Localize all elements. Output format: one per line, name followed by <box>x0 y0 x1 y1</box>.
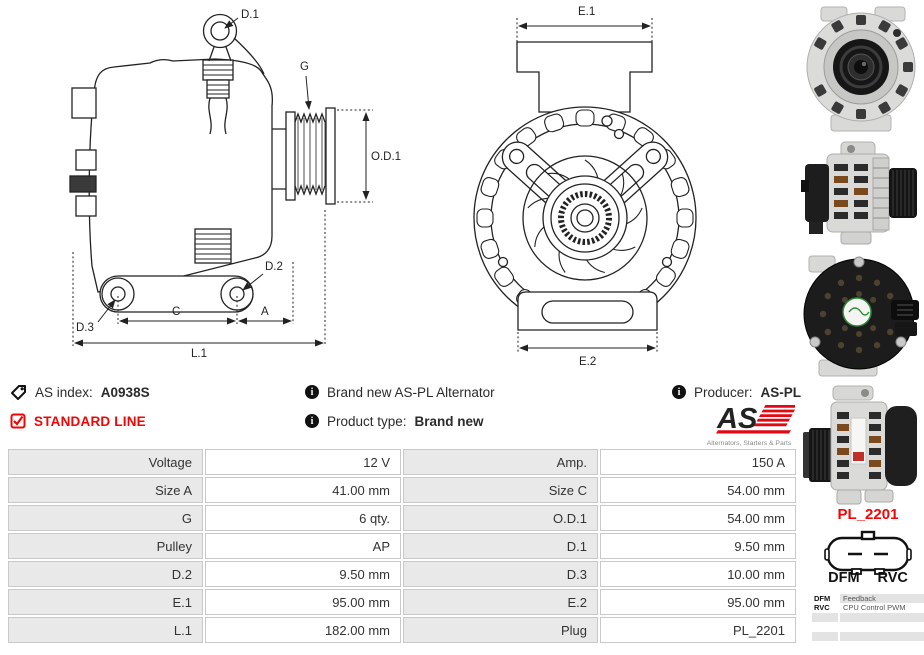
dim-label-d1: D.1 <box>241 9 259 21</box>
spec-label: D.1 <box>403 533 598 559</box>
product-type-row: i Product type: Brand new <box>305 412 484 430</box>
legend-key: DFM <box>814 593 831 603</box>
spec-label: G <box>8 505 203 531</box>
dim-label-c: C <box>172 306 180 318</box>
spec-value: 10.00 mm <box>600 561 796 587</box>
spec-value: 150 A <box>600 449 796 475</box>
plug-diagram <box>824 530 912 575</box>
brand-new-row: i Brand new AS-PL Alternator <box>305 383 495 401</box>
dim-label-d2: D.2 <box>265 261 283 273</box>
spec-value: 6 qty. <box>205 505 401 531</box>
spec-value: 182.00 mm <box>205 617 401 643</box>
checked-checkbox-icon <box>10 413 26 429</box>
product-photo-front[interactable] <box>801 3 923 135</box>
dim-label-od1: O.D.1 <box>371 151 401 163</box>
spec-value: PL_2201 <box>600 617 796 643</box>
spec-value: 41.00 mm <box>205 477 401 503</box>
legend-empty-row <box>812 623 838 632</box>
logo-text: AS <box>716 403 758 435</box>
spec-label: Size C <box>403 477 598 503</box>
spec-value: 9.50 mm <box>600 533 796 559</box>
info-icon: i <box>305 385 319 399</box>
spec-value: 95.00 mm <box>600 589 796 615</box>
legend-key: RVC <box>814 603 830 613</box>
standard-line-row: STANDARD LINE <box>10 412 146 430</box>
info-icon: i <box>305 414 319 428</box>
spec-label: O.D.1 <box>403 505 598 531</box>
product-type-label: Product type: <box>327 413 407 429</box>
spec-value: 54.00 mm <box>600 477 796 503</box>
spec-value: AP <box>205 533 401 559</box>
as-index-value: A0938S <box>100 384 150 400</box>
as-index-row: AS index: A0938S <box>10 383 150 401</box>
legend-empty-row <box>812 613 838 622</box>
dim-label-e2: E.2 <box>579 356 596 368</box>
spec-label: Size A <box>8 477 203 503</box>
standard-line-label: STANDARD LINE <box>34 413 146 429</box>
producer-row: i Producer: AS-PL <box>672 383 801 401</box>
logo-tagline: Alternators, Starters & Parts <box>706 440 792 447</box>
dim-label-e1: E.1 <box>578 6 595 18</box>
brand-new-text: Brand new AS-PL Alternator <box>327 384 495 400</box>
spec-label: Amp. <box>403 449 598 475</box>
dim-label-l1: L.1 <box>191 348 207 360</box>
dim-label-a: A <box>261 306 269 318</box>
spec-label: E.1 <box>8 589 203 615</box>
legend-value: Feedback <box>840 594 924 603</box>
producer-value: AS-PL <box>760 384 802 400</box>
plug-pin-rvc: RVC <box>877 570 908 586</box>
spec-label: D.2 <box>8 561 203 587</box>
product-photo-side-right[interactable] <box>801 140 923 246</box>
legend-empty-row <box>812 632 838 641</box>
as-pl-logo: AS Alternators, Starters & Parts <box>703 402 798 447</box>
info-icon: i <box>672 385 686 399</box>
plug-pin-labels: DFM RVC <box>812 570 924 586</box>
spec-label: L.1 <box>8 617 203 643</box>
technical-drawing-front: E.1 E.2 <box>473 6 697 368</box>
spec-value: 12 V <box>205 449 401 475</box>
legend-empty-row <box>840 632 924 641</box>
spec-value: 95.00 mm <box>205 589 401 615</box>
tag-icon <box>10 384 27 401</box>
product-photo-side-left[interactable] <box>801 382 923 508</box>
legend-empty-row <box>840 623 924 632</box>
legend-value: CPU Control PWM <box>843 603 906 613</box>
dim-label-g: G <box>300 61 309 73</box>
spec-label: E.2 <box>403 589 598 615</box>
legend-empty-row <box>840 613 924 622</box>
spec-label: D.3 <box>403 561 598 587</box>
spec-value: 9.50 mm <box>205 561 401 587</box>
technical-drawing-side: D.1 G O.D.1 D.2 D.3 C A L.1 <box>69 9 401 360</box>
product-photo-rear[interactable] <box>801 250 923 380</box>
spec-value: 54.00 mm <box>600 505 796 531</box>
producer-label: Producer: <box>694 384 753 400</box>
spec-label: Pulley <box>8 533 203 559</box>
plug-pin-dfm: DFM <box>828 570 860 586</box>
spec-label: Plug <box>403 617 598 643</box>
as-pl-logo-mark: AS <box>716 403 798 435</box>
plug-code-title: PL_2201 <box>837 506 899 523</box>
dim-label-d3: D.3 <box>76 322 94 334</box>
plug-legend: DFM Feedback RVC CPU Control PWM <box>812 594 924 641</box>
spec-table: Voltage 12 V Amp. 150 A Size A 41.00 mm … <box>8 449 796 643</box>
product-type-value: Brand new <box>414 413 484 429</box>
as-index-label: AS index: <box>35 384 93 400</box>
spec-label: Voltage <box>8 449 203 475</box>
